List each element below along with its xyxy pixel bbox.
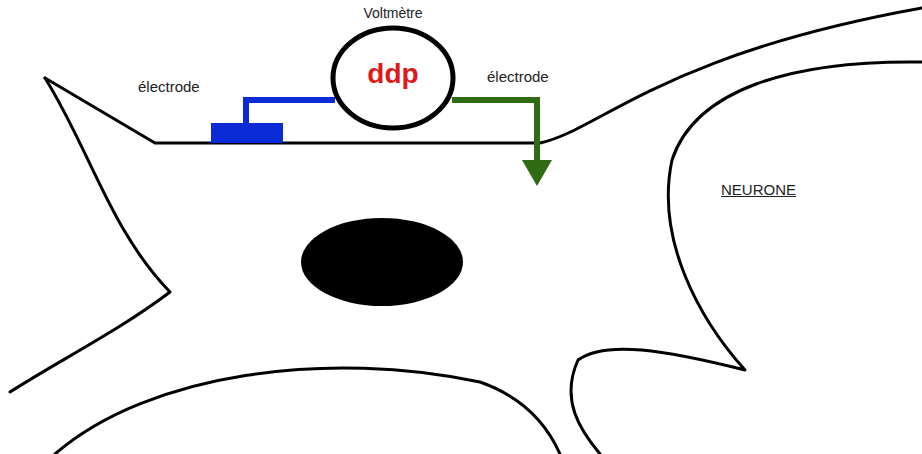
electrode-tip <box>522 160 552 186</box>
voltmeter-heading: Voltmètre <box>363 5 422 21</box>
cell-label: NEURONE <box>721 181 796 198</box>
surface-electrode <box>211 123 283 143</box>
nucleus <box>301 218 463 306</box>
electrode-wire <box>452 100 537 163</box>
voltmeter-reading: ddp <box>367 58 418 90</box>
electrode-label: électrode <box>138 78 200 95</box>
voltmeter-circle: Voltmètreddp <box>330 25 456 131</box>
electrode-wire <box>246 100 335 123</box>
neuron-membrane <box>55 368 560 454</box>
electrode-label: électrode <box>487 68 549 85</box>
neuron-membrane <box>45 8 922 143</box>
axon-membrane <box>571 62 922 454</box>
neuron-membrane <box>10 78 170 392</box>
